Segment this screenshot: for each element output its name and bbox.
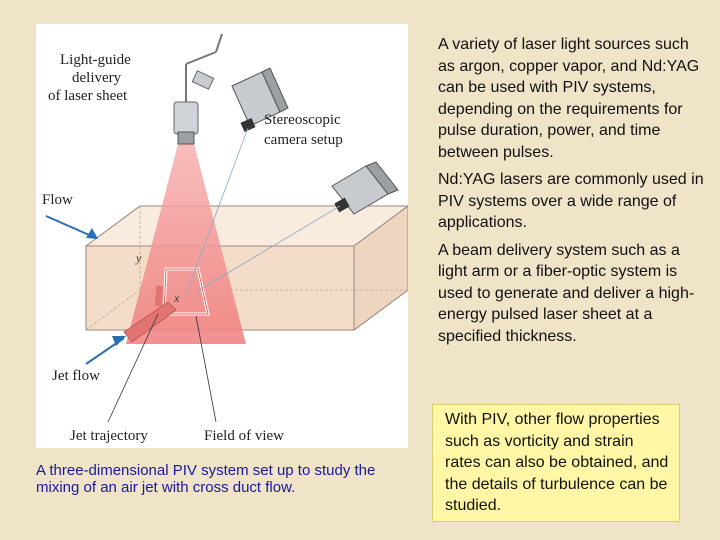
- label-jet-trajectory: Jet trajectory: [70, 428, 148, 444]
- label-field-of-view: Field of view: [204, 428, 284, 444]
- label-axis-y: y: [135, 251, 142, 265]
- paragraph-laser-sources: A variety of laser light sources such as…: [438, 36, 700, 161]
- label-camera-2: camera setup: [264, 132, 343, 148]
- figure-caption: A three-dimensional PIV system set up to…: [36, 462, 376, 496]
- camera-1-icon: [231, 67, 289, 133]
- light-guide-assembly: [173, 33, 223, 145]
- label-axis-x: x: [173, 291, 180, 305]
- field-of-view-leader: [195, 315, 217, 423]
- piv-diagram: Light-guide delivery of laser sheet Ster…: [42, 33, 408, 444]
- label-jet-flow: Jet flow: [52, 368, 100, 384]
- label-camera-1: Stereoscopic: [264, 112, 341, 128]
- label-light-guide-2: delivery: [72, 70, 122, 86]
- duct: [84, 205, 408, 331]
- label-light-guide-1: Light-guide: [60, 52, 131, 68]
- highlight-box: [432, 404, 680, 522]
- paragraph-beam-delivery: A beam delivery system such as a light a…: [438, 241, 695, 345]
- camera-2-sightline: [195, 205, 341, 293]
- jet: [123, 285, 177, 343]
- text-column: A variety of laser light sources such as…: [438, 34, 708, 353]
- jet-trajectory-leader: [107, 313, 159, 423]
- label-flow: Flow: [42, 192, 73, 208]
- flow-arrow-icon: [45, 215, 98, 239]
- paragraph-ndyag: Nd:YAG lasers are commonly used in PIV s…: [438, 171, 704, 231]
- highlight-text: With PIV, other flow properties such as …: [445, 411, 669, 514]
- field-of-view-box: [162, 267, 210, 316]
- jet-flow-arrow-icon: [85, 336, 126, 365]
- piv-figure: Light-guide delivery of laser sheet Ster…: [36, 24, 408, 448]
- duct-top-face: [84, 205, 408, 247]
- camera-1-sightline: [185, 127, 249, 295]
- camera-2-icon: [331, 161, 399, 215]
- label-light-guide-3: of laser sheet: [48, 88, 128, 104]
